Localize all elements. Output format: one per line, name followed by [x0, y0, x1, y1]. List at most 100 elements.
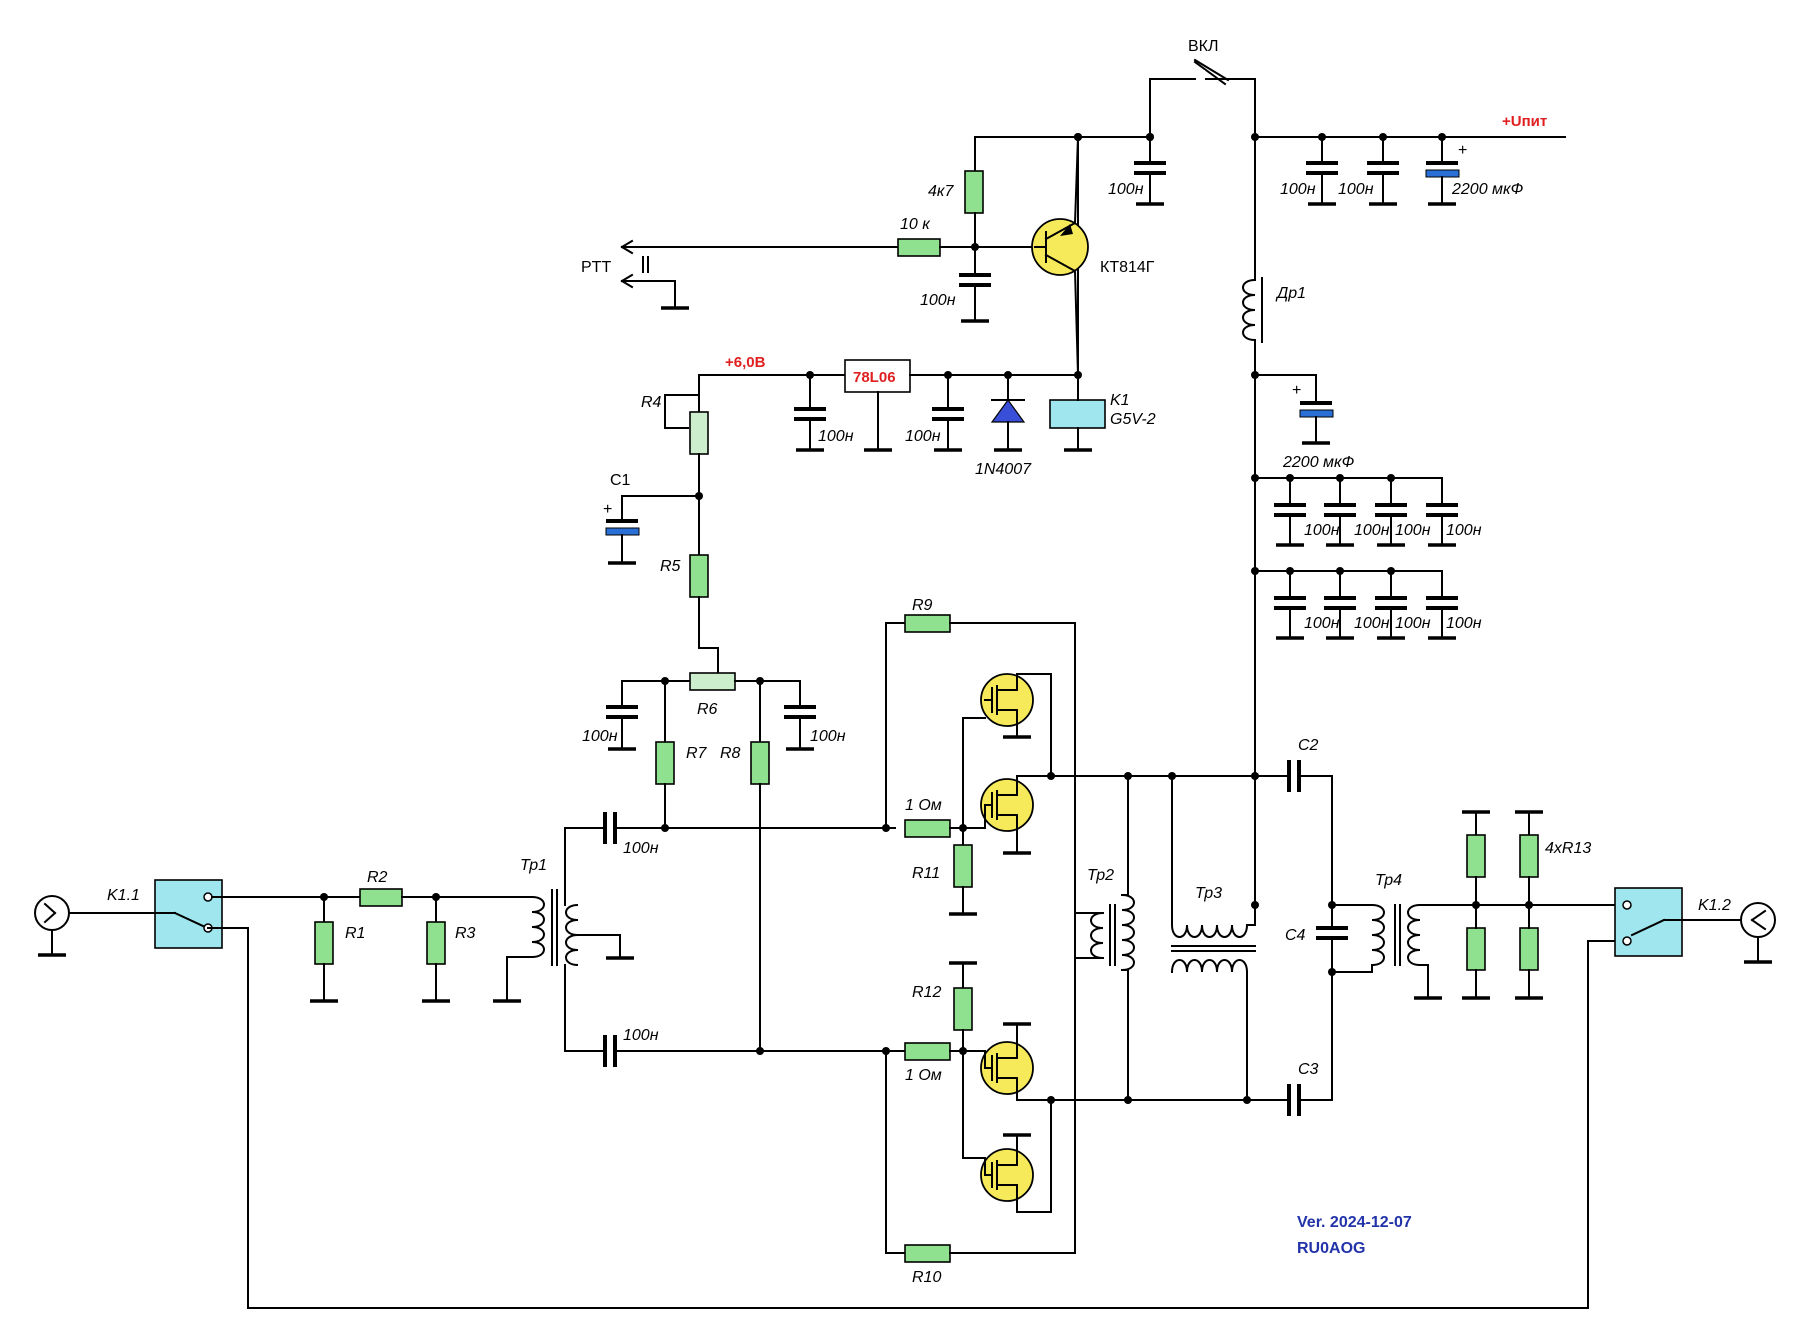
tr3-upper [1171, 924, 1248, 938]
r4-label: R4 [641, 394, 662, 411]
r13-c [1519, 834, 1539, 878]
r8 [750, 741, 770, 785]
r13-b [1466, 927, 1486, 971]
cap-bank-row-1: 100н 100н 100н 100н [1274, 474, 1482, 547]
c-label: 100н [1446, 615, 1482, 632]
choke-dr1 [1242, 279, 1256, 341]
relay-type-label: G5V-2 [1110, 411, 1156, 428]
regulator-label: 78L06 [853, 369, 896, 386]
c-label: 100н [905, 428, 941, 445]
c-label: 100н [582, 728, 618, 745]
r13-label: 4xR13 [1545, 840, 1591, 857]
c-label: 100н [810, 728, 846, 745]
6v-label: +6,0В [725, 354, 766, 371]
r-10k-label: 10 к [900, 216, 931, 233]
relay-k1-coil [1049, 399, 1106, 429]
c-label: 100н [1354, 615, 1390, 632]
tr2-secondary [1121, 894, 1135, 971]
input-connector [34, 895, 70, 931]
c2-label: C2 [1298, 737, 1319, 754]
bias-section: R6 100н 100н R7 R8 [582, 672, 846, 1052]
c4-label: C4 [1285, 927, 1306, 944]
tr4-primary [1371, 904, 1385, 966]
r2 [359, 888, 403, 907]
r-1om-lower [904, 1042, 951, 1061]
r7 [655, 741, 675, 785]
r11 [953, 844, 973, 888]
r9 [904, 614, 951, 633]
power-section: ВКЛ +Uпит 100н 100н 100н + 2200 мкФ [581, 38, 1566, 377]
c-label: 100н [623, 840, 659, 857]
r10-label: R10 [912, 1269, 941, 1286]
r13-d [1519, 927, 1539, 971]
r8-label: R8 [720, 745, 741, 762]
r-1om-label: 1 Ом [905, 797, 942, 814]
plus-mark: + [1292, 382, 1301, 399]
c-label: 100н [1338, 181, 1374, 198]
switch-label: ВКЛ [1188, 38, 1219, 55]
supply-label: +Uпит [1502, 113, 1547, 130]
c-label: 100н [818, 428, 854, 445]
author-label: RU0AOG [1297, 1240, 1365, 1257]
r-4k7-label: 4к7 [928, 183, 954, 200]
dc-feed: Др1 + 2200 мкФ 100н [1242, 136, 1482, 926]
r5 [689, 554, 709, 598]
r12-label: R12 [912, 984, 941, 1001]
r6 [689, 672, 736, 691]
tr3-label: Тр3 [1195, 885, 1222, 902]
c-label: 100н [1395, 615, 1431, 632]
mosfet-lower-2 [980, 1148, 1034, 1202]
r1-label: R1 [345, 925, 365, 942]
tr1-label: Тр1 [520, 857, 547, 874]
tr4-label: Тр4 [1375, 872, 1402, 889]
c-label: 100н [920, 292, 956, 309]
r6-label: R6 [697, 701, 718, 718]
c1-label: C1 [610, 472, 631, 489]
tr2-label: Тр2 [1087, 867, 1114, 884]
electrolytic-label: 2200 мкФ [1451, 181, 1524, 198]
dr1-label: Др1 [1275, 285, 1306, 302]
r2-label: R2 [367, 869, 388, 886]
k12-label: K1.2 [1698, 897, 1731, 914]
c-label: 100н [1354, 522, 1390, 539]
r5-label: R5 [660, 558, 681, 575]
r9-label: R9 [912, 597, 933, 614]
r1 [314, 921, 334, 965]
electrolytic-label: 2200 мкФ [1282, 454, 1355, 471]
diode-label: 1N4007 [975, 461, 1032, 478]
plus-mark: + [603, 501, 612, 518]
r3-label: R3 [455, 925, 476, 942]
output-section: 4xR13 K1.2 [1462, 810, 1776, 1000]
mosfet-upper-1 [980, 673, 1034, 727]
k11-label: K1.1 [107, 887, 140, 904]
r3 [426, 921, 446, 965]
relay-label: K1 [1110, 392, 1130, 409]
cap-bank-row-2: 100н 100н 100н 100н [1274, 567, 1482, 640]
output-stage: R9 1 Ом R11 [882, 597, 1626, 1286]
mosfet-lower-1 [980, 1041, 1034, 1095]
c-label: 100н [1395, 522, 1431, 539]
input-section: K1.1 R2 R1 R3 [34, 812, 1626, 1309]
c-label: 100н [623, 1027, 659, 1044]
r13-a [1466, 834, 1486, 878]
relay-k1-2 [1614, 887, 1683, 957]
version-label: Ver. 2024-12-07 [1297, 1214, 1412, 1231]
c3-label: C3 [1298, 1061, 1319, 1078]
r7-label: R7 [686, 745, 708, 762]
diode-1n4007 [990, 398, 1026, 423]
tr4-secondary [1407, 904, 1421, 966]
r4 [689, 411, 709, 455]
mosfet-upper-2 [980, 778, 1034, 832]
c-label: 100н [1108, 181, 1144, 198]
r-1om-upper [904, 819, 951, 838]
ptt-label: PTT [581, 259, 611, 276]
r10 [904, 1244, 951, 1263]
r-1om-label: 1 Ом [905, 1067, 942, 1084]
c-label: 100н [1304, 615, 1340, 632]
regulator-section: 78L06 +6,0В 100н 100н 1N4007 [603, 354, 1156, 673]
tr3-lower [1171, 959, 1248, 973]
tr1-primary [531, 896, 545, 958]
transistor-label: КТ814Г [1100, 259, 1155, 276]
r12 [953, 987, 973, 1031]
